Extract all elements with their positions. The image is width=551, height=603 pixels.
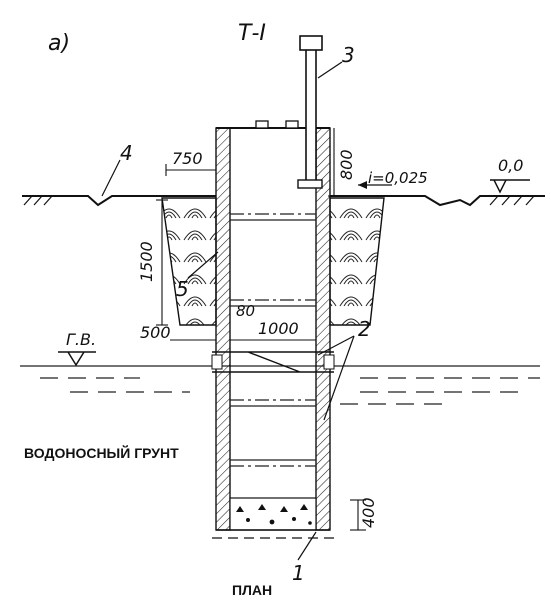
dim-400: 400 [359,497,378,528]
groundwater-label: Г.В. [66,330,96,349]
dim-500: 500 [140,323,171,342]
well-wall-left [215,127,231,531]
callout-4: 4 [120,141,133,165]
gravel-marks [236,504,312,525]
level-label: 0,0 [498,156,523,175]
ring-joints [230,213,316,467]
slope-label: i=0,025 [368,169,428,187]
vent-pipe [305,47,317,185]
groundwater-lines [20,365,540,405]
section-title: Т-I [238,21,266,46]
dim-1500: 1500 [137,241,156,282]
clay-backfill-right [329,197,385,326]
gravel-filter [229,497,317,531]
dim-800: 800 [337,149,356,180]
groundwater-marker [58,351,96,367]
part-label: а) [48,31,70,56]
plan-label: ПЛАН [232,582,272,598]
callout-1: 1 [292,561,305,585]
dim-750: 750 [172,149,203,168]
level-marker [490,179,530,194]
callout-3: 3 [342,43,355,67]
callout-2: 2 [358,317,371,341]
break-cut [212,351,334,373]
ground-surface [22,195,545,207]
ground-hatching [23,195,535,206]
aquifer-label: ВОДОНОСНЫЙ ГРУНТ [24,444,179,461]
callout-5: 5 [176,277,189,301]
dim-80: 80 [236,302,255,320]
dim-1000: 1000 [258,319,299,338]
